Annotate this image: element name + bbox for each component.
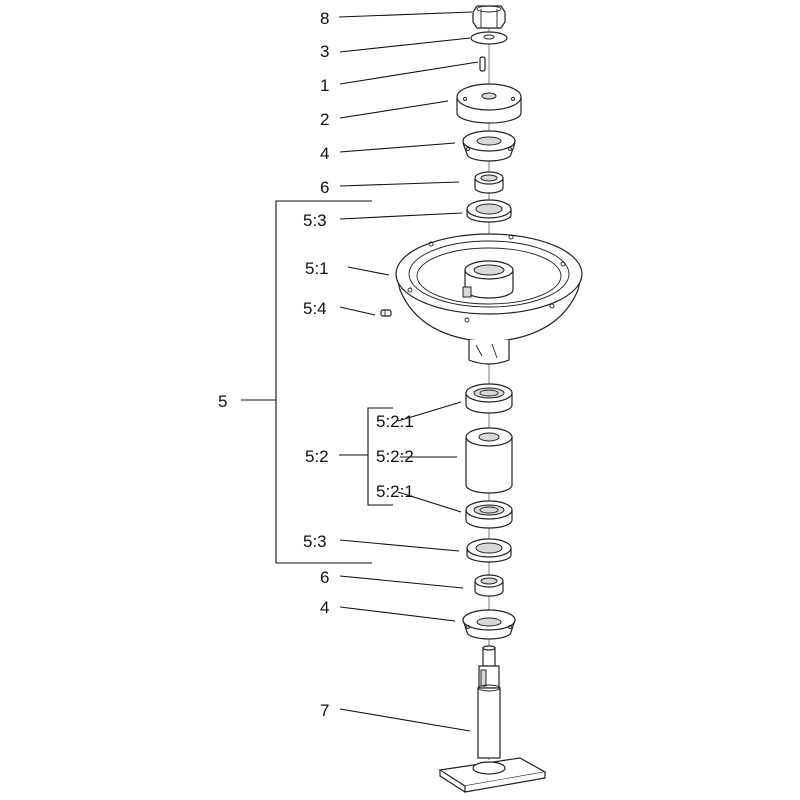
- spindle-shaft-part: [438, 645, 547, 793]
- leader-grease-fitting: [339, 306, 376, 316]
- callout-seal-top: 6: [320, 178, 329, 197]
- bearing-cover-top-part: [462, 130, 516, 162]
- bearing-cover-bottom-part: [462, 609, 516, 640]
- callout-bearing-cover-top: 4: [320, 144, 329, 163]
- callout-washer: 3: [320, 42, 329, 61]
- housing-part: [395, 233, 583, 365]
- leader-pulley-hub: [339, 100, 449, 119]
- seal-bottom-part: [474, 574, 504, 597]
- leader-nut: [338, 11, 473, 18]
- callout-key: 1: [320, 76, 329, 95]
- callout-pulley-hub: 2: [320, 110, 329, 129]
- leader-bearing-cover-bottom: [339, 606, 456, 622]
- callout-bearing-group: 5:2: [305, 447, 329, 466]
- bearing-cup-bottom-part: [466, 538, 512, 563]
- hex-nut-part: [472, 5, 506, 29]
- leader-bearing-lower: [397, 491, 462, 513]
- pulley-hub-part: [456, 83, 522, 124]
- leader-bearing-cup-top: [339, 212, 463, 220]
- callout-spacer: 5:2:2: [376, 447, 414, 466]
- callout-bearing-upper: 5:2:1: [376, 412, 414, 431]
- key-part: [479, 56, 486, 72]
- bearing-upper-part: [465, 383, 513, 414]
- leader-bearing-cover-top: [339, 142, 456, 153]
- callout-bearing-cover-bottom: 4: [320, 598, 329, 617]
- callout-bearing-cup-top: 5:3: [303, 211, 327, 230]
- leader-washer: [339, 37, 471, 53]
- callout-seal-bottom: 6: [320, 568, 329, 587]
- leader-bearing-upper: [397, 401, 462, 422]
- leader-seal-bottom: [339, 575, 464, 589]
- spacer-part: [465, 427, 513, 494]
- callout-nut: 8: [320, 9, 329, 28]
- leader-key: [339, 61, 479, 85]
- leader-spindle-shaft: [339, 708, 471, 732]
- grease-fitting-part: [380, 309, 392, 317]
- callout-housing: 5:1: [305, 259, 329, 278]
- callout-bearing-lower: 5:2:1: [376, 482, 414, 501]
- bearing-lower-part: [465, 500, 513, 529]
- callout-spindle-shaft: 7: [320, 701, 329, 720]
- washer-part: [470, 31, 508, 45]
- assembly-bracket: [241, 200, 372, 564]
- bearing-group-bracket: [339, 407, 393, 506]
- bearing-cup-top-part: [466, 199, 512, 223]
- callout-assembly: 5: [218, 392, 227, 411]
- callout-bearing-cup-bottom: 5:3: [303, 532, 327, 551]
- seal-top-part: [474, 171, 504, 194]
- callout-grease-fitting: 5:4: [303, 299, 327, 318]
- leader-bearing-cup-bottom: [339, 539, 460, 552]
- leader-seal-top: [339, 181, 460, 187]
- leader-housing: [347, 266, 390, 276]
